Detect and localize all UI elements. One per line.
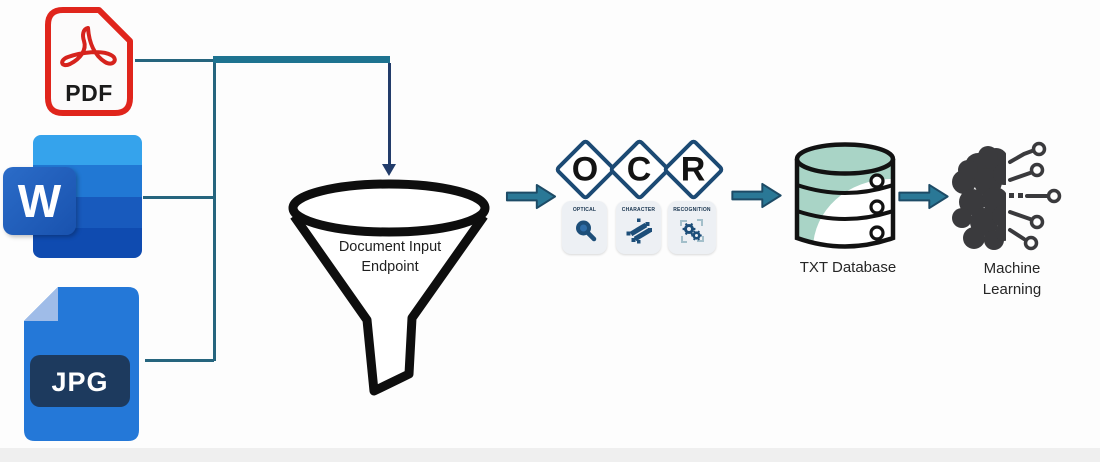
jpg-file-icon: JPG <box>18 281 145 448</box>
word-logo-square: W <box>3 167 76 235</box>
ocr-card-character: CHARACTER <box>616 201 661 254</box>
ocr-caption-recognition: RECOGNITION <box>673 207 711 213</box>
flow-arrow-ocr-to-database <box>731 182 782 209</box>
ocr-letter-r: R <box>681 150 706 189</box>
pdf-outline-icon <box>45 7 133 116</box>
jpg-band <box>30 355 130 407</box>
ocr-card-optical: OPTICAL <box>562 201 607 254</box>
ocr-letter-o: O <box>572 150 599 189</box>
ml-label-line1: Machine <box>983 260 1041 277</box>
word-letter: W <box>17 175 62 227</box>
jpg-shape-icon <box>24 287 139 441</box>
jpg-label: JPG <box>51 367 109 397</box>
word-band-1 <box>33 135 142 165</box>
ocr-caption-character: CHARACTER <box>621 207 656 213</box>
database-label: TXT Database <box>799 259 897 276</box>
ocr-card-recognition: RECOGNITION <box>668 201 716 254</box>
database-cylinder-icon <box>793 141 897 257</box>
flow-arrow-database-to-ml <box>898 183 949 210</box>
connector-line-word <box>143 196 214 199</box>
jpg-folded-corner <box>24 287 58 321</box>
funnel-label: Document Input Endpoint <box>324 237 456 277</box>
connector-line-pdf <box>135 59 214 62</box>
ml-label-line2: Learning <box>982 281 1042 298</box>
flow-arrow-funnel-to-ocr <box>505 183 557 210</box>
funnel-label-line1: Document Input <box>338 239 442 255</box>
circuit-brain-icon <box>948 140 1072 258</box>
funnel-icon <box>283 176 495 404</box>
pdf-label: PDF <box>65 80 113 106</box>
connector-bar-to-funnel <box>213 56 390 63</box>
ocr-letter-c: C <box>627 150 652 189</box>
ocr-diamond-o: O <box>553 137 618 202</box>
gears-scan-icon <box>680 219 704 243</box>
ocr-caption-optical: OPTICAL <box>572 207 597 213</box>
acrobat-swirl-icon <box>60 26 117 68</box>
down-arrowhead-icon <box>382 164 396 176</box>
machine-learning-label: Machine Learning <box>960 258 1064 300</box>
bottom-strip <box>0 448 1100 462</box>
ocr-diamond-c: C <box>607 137 672 202</box>
pdf-file-icon: PDF <box>42 6 136 118</box>
funnel-label-line2: Endpoint <box>361 259 419 275</box>
ocr-diamond-r: R <box>661 137 726 202</box>
word-file-icon: W <box>3 133 145 259</box>
drop-line-to-funnel <box>388 63 391 165</box>
character-nodes-icon <box>626 218 652 244</box>
magnifier-icon <box>575 220 596 242</box>
connector-line-jpg <box>145 359 214 362</box>
connector-trunk-line <box>213 59 216 361</box>
